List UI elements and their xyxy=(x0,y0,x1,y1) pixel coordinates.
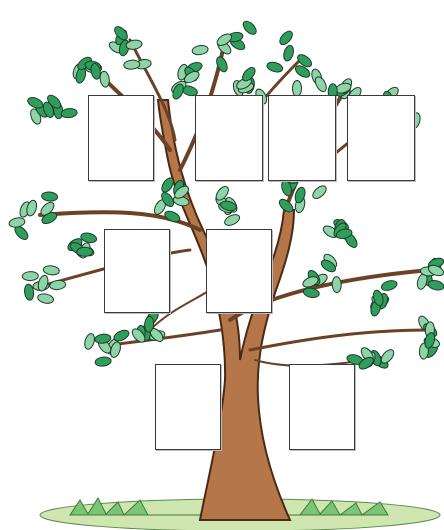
leaf-icon xyxy=(266,61,284,74)
leaf-icon xyxy=(22,271,38,281)
photo-frame-row2-1[interactable] xyxy=(104,229,170,313)
leaf-icon xyxy=(83,332,96,350)
leaf-icon xyxy=(380,279,398,292)
leaf-icon xyxy=(80,232,98,244)
photo-frame-row2-2[interactable] xyxy=(206,229,272,313)
photo-frame-row3-2[interactable] xyxy=(289,364,355,450)
leaf-icon xyxy=(241,19,259,37)
leaf-icon xyxy=(77,247,93,256)
photo-frame-row1-4[interactable] xyxy=(347,95,415,181)
leaf-icon xyxy=(99,71,110,88)
photo-frame-row1-1[interactable] xyxy=(88,95,154,181)
leaf-icon xyxy=(8,217,25,229)
leaf-icon xyxy=(223,212,241,227)
leaf-icon xyxy=(43,265,60,276)
leaf-icon xyxy=(49,280,66,291)
photo-frame-row1-2[interactable] xyxy=(195,95,263,181)
photo-frame-row3-1[interactable] xyxy=(155,364,221,450)
leaf-icon xyxy=(311,184,329,201)
leaf-icon xyxy=(282,44,295,62)
photo-frame-row1-3[interactable] xyxy=(268,95,336,181)
leaf-icon xyxy=(277,29,294,47)
leaf-icon xyxy=(94,333,111,344)
leaf-icon xyxy=(41,191,58,201)
leaf-icon xyxy=(125,39,142,50)
leaf-icon xyxy=(191,44,208,55)
leaf-icon xyxy=(95,356,112,367)
leaf-icon xyxy=(37,293,55,305)
leaf-icon xyxy=(61,108,78,119)
leaf-icon xyxy=(332,276,342,292)
